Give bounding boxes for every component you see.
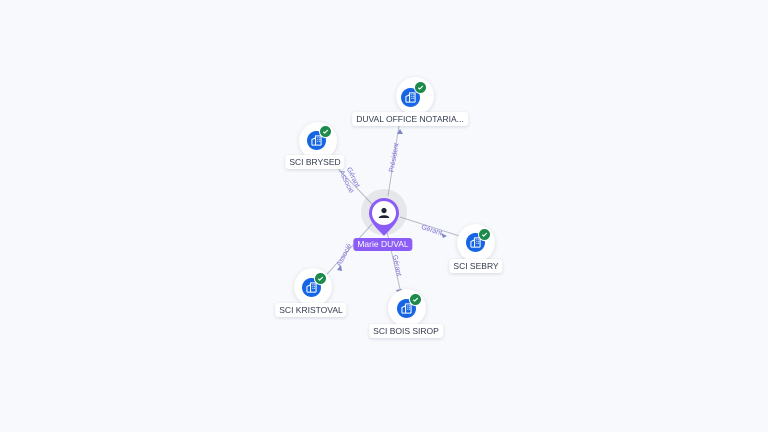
edge-label-gerant-associe: Gérant Associé xyxy=(337,166,361,195)
person-name-label[interactable]: Marie DUVAL xyxy=(353,238,413,251)
edge-label-president: Président xyxy=(389,143,401,173)
verified-check-icon xyxy=(414,81,427,94)
verified-check-icon xyxy=(478,228,491,241)
verified-check-icon xyxy=(409,293,422,306)
company-name-label[interactable]: DUVAL OFFICE NOTARIA... xyxy=(352,112,468,126)
person-icon xyxy=(378,207,390,218)
company-name-label[interactable]: SCI SEBRY xyxy=(449,259,503,273)
verified-check-icon xyxy=(319,125,332,138)
company-building-icon xyxy=(401,88,420,107)
company-name-label[interactable]: SCI BRYSED xyxy=(285,155,345,169)
company-name-label[interactable]: SCI BOIS SIROP xyxy=(369,324,443,338)
verified-check-icon xyxy=(314,272,327,285)
edge-associe-kristoval: Associé xyxy=(319,223,373,283)
edge-label-associe-kristoval: Associé xyxy=(336,243,354,268)
edge-label-gerant-sebry: Gérant xyxy=(420,224,443,237)
company-name-label[interactable]: SCI KRISTOVAL xyxy=(275,303,347,317)
person-location-pin-icon[interactable] xyxy=(366,195,402,239)
edge-label-gerant-bois-sirop: Gérant xyxy=(391,254,402,276)
